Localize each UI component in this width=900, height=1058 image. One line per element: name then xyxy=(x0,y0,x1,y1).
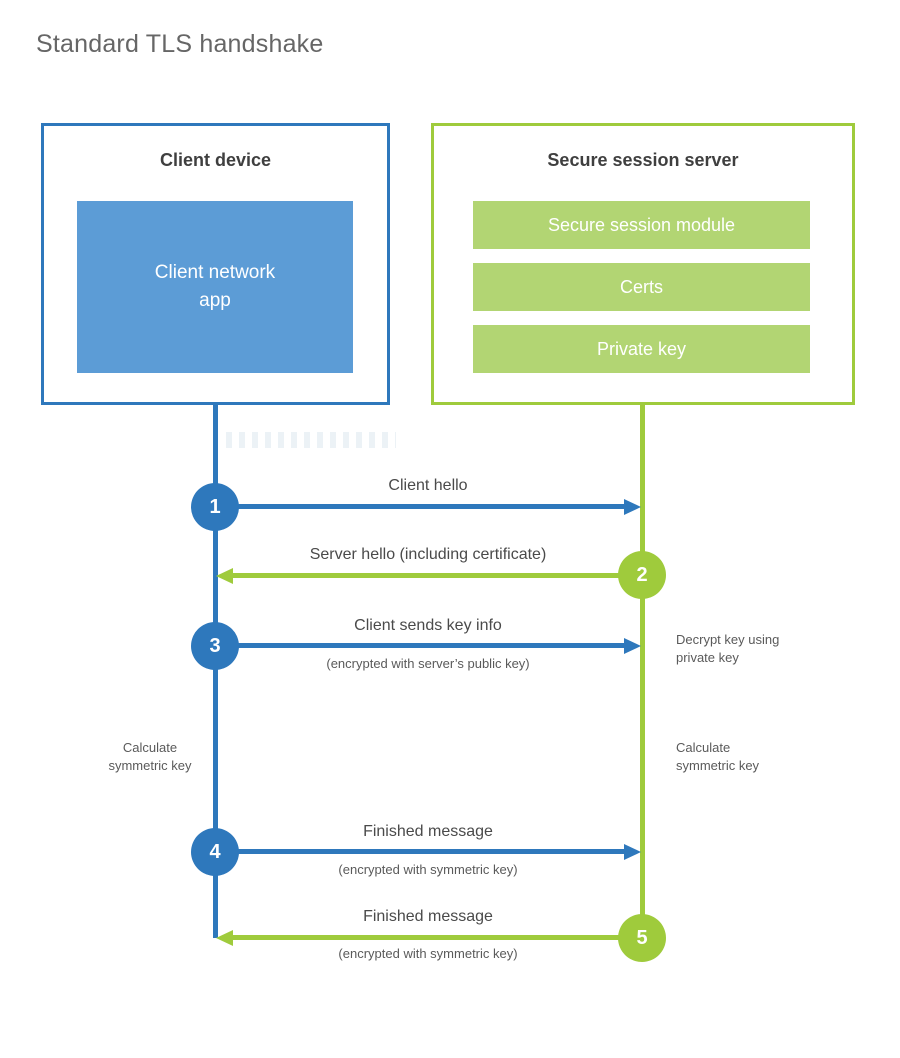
step1-number-badge: 1 xyxy=(191,483,239,531)
server-module-private-key: Private key xyxy=(473,325,810,373)
step3-label: Client sends key info xyxy=(354,617,502,634)
step5-number-badge: 5 xyxy=(618,914,666,962)
calculate-symmetric-key-text-server: Calculate symmetric key xyxy=(676,740,760,773)
step4-label: Finished message xyxy=(363,823,493,840)
server-lifeline xyxy=(640,404,645,942)
server-module-certs: Certs xyxy=(473,263,810,311)
client-network-app-box: Client network app xyxy=(77,201,353,373)
step4-arrow-line xyxy=(215,849,624,854)
secure-session-server-heading: Secure session server xyxy=(547,150,739,170)
step4-arrowhead-right-icon xyxy=(624,844,641,860)
step2-arrowhead-left-icon xyxy=(216,568,233,584)
calculate-symmetric-key-note-server: Calculate symmetric key xyxy=(676,739,816,774)
step5-arrowhead-left-icon xyxy=(216,930,233,946)
page-title: Standard TLS handshake xyxy=(36,30,324,58)
step5-sublabel: (encrypted with symmetric key) xyxy=(338,946,518,961)
calculate-symmetric-key-text-client: Calculate symmetric key xyxy=(108,740,192,773)
step3-sublabel: (encrypted with server’s public key) xyxy=(326,656,530,671)
step2-arrow-line xyxy=(233,573,642,578)
step4-sublabel: (encrypted with symmetric key) xyxy=(338,862,518,877)
step4-number-badge: 4 xyxy=(191,828,239,876)
step1-label: Client hello xyxy=(388,477,468,494)
client-lifeline xyxy=(213,404,218,938)
step5-arrow-line xyxy=(233,935,642,940)
step1-arrow-line xyxy=(215,504,624,509)
step5-label: Finished message xyxy=(363,908,493,925)
client-network-app-label: Client network app xyxy=(154,262,276,311)
client-device-heading: Client device xyxy=(159,150,272,170)
step2-label: Server hello (including certificate) xyxy=(309,546,547,563)
faint-dashed-artifact xyxy=(226,432,396,448)
step3-arrow-line xyxy=(215,643,624,648)
decrypt-key-note: Decrypt key using private key xyxy=(676,632,780,665)
step3-number-badge: 3 xyxy=(191,622,239,670)
server-module-secure-session: Secure session module xyxy=(473,201,810,249)
step2-number-badge: 2 xyxy=(618,551,666,599)
step3-arrowhead-right-icon xyxy=(624,638,641,654)
calculate-symmetric-key-note-client: Calculate symmetric key xyxy=(55,739,245,774)
step1-arrowhead-right-icon xyxy=(624,499,641,515)
